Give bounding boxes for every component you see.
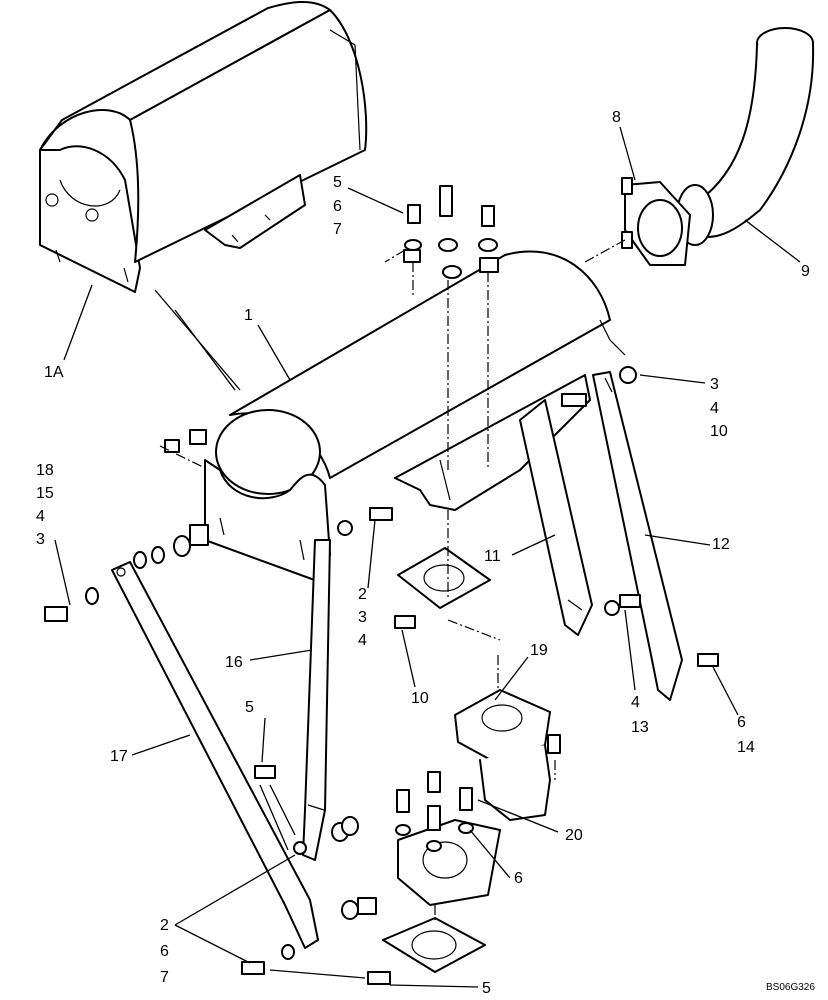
callout-6-top: 6 xyxy=(333,198,342,215)
callout-15: 15 xyxy=(36,485,54,502)
callout-11: 11 xyxy=(484,548,501,565)
upper-gasket xyxy=(397,547,491,609)
callout-7-bot: 7 xyxy=(160,969,169,986)
callout-7-top: 7 xyxy=(333,221,342,238)
callout-8: 8 xyxy=(612,109,621,126)
callout-4-right: 4 xyxy=(710,400,719,417)
callout-14: 14 xyxy=(737,739,755,756)
callout-3-mid: 3 xyxy=(358,609,367,626)
bracket-12 xyxy=(592,371,683,701)
callout-19: 19 xyxy=(530,642,548,659)
muffler-heat-shield xyxy=(39,1,368,293)
callout-10-right: 10 xyxy=(710,423,728,440)
callout-2-bot: 2 xyxy=(160,917,169,934)
callout-5-bot: 5 xyxy=(482,980,491,997)
callout-12: 12 xyxy=(712,536,730,553)
exhaust-clamp xyxy=(621,177,691,266)
callout-3-left: 3 xyxy=(36,531,45,548)
callout-1: 1 xyxy=(244,307,253,324)
callout-6-low: 6 xyxy=(737,714,746,731)
callout-18: 18 xyxy=(36,462,54,479)
callout-5-top: 5 xyxy=(333,174,342,191)
bracket-16 xyxy=(302,539,331,861)
callout-labels: 1A 1 5 6 7 8 9 3 4 10 18 15 4 3 11 12 2 … xyxy=(36,109,815,997)
fasteners xyxy=(44,185,719,985)
callout-6-bot: 6 xyxy=(160,943,169,960)
callout-6-mid: 6 xyxy=(514,870,523,887)
callout-2-mid: 2 xyxy=(358,586,367,603)
pipe-adapter xyxy=(397,689,551,906)
leader-lines xyxy=(54,126,801,988)
bracket-11 xyxy=(519,399,593,636)
callout-17: 17 xyxy=(110,748,128,765)
callout-16: 16 xyxy=(225,654,243,671)
callout-20: 20 xyxy=(565,827,583,844)
lower-gasket xyxy=(382,917,486,973)
callout-10-mid: 10 xyxy=(411,690,429,707)
callout-4-low: 4 xyxy=(631,694,640,711)
callout-1a: 1A xyxy=(44,364,64,381)
bracket-17 xyxy=(111,561,319,949)
callout-4-mid: 4 xyxy=(358,632,367,649)
callout-9: 9 xyxy=(801,263,810,280)
callout-3-right: 3 xyxy=(710,376,719,393)
drawing-code: BS06G326 xyxy=(766,982,815,993)
exhaust-pipe xyxy=(676,27,815,246)
callout-4-left: 4 xyxy=(36,508,45,525)
callout-13: 13 xyxy=(631,719,649,736)
center-lines xyxy=(159,239,626,920)
callout-5-mid: 5 xyxy=(245,699,254,716)
